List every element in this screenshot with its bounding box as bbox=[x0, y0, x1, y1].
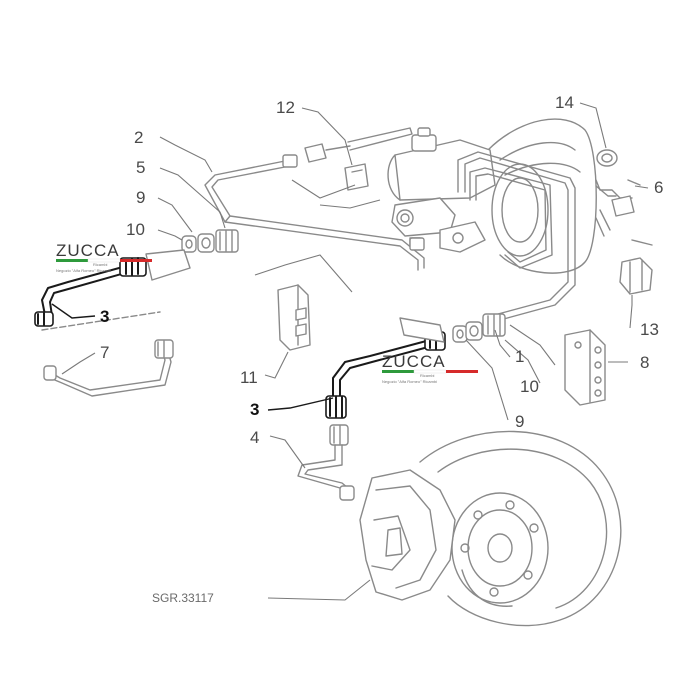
part-7-pipe bbox=[43, 339, 174, 397]
master-cylinder bbox=[387, 127, 496, 253]
callout-13: 13 bbox=[640, 320, 659, 339]
part-12-line-connector bbox=[304, 127, 413, 191]
watermark-tagline-center: Ricambi bbox=[420, 373, 435, 378]
leader-lines bbox=[51, 102, 649, 601]
part-14-grommet bbox=[596, 149, 618, 167]
brake-booster bbox=[487, 118, 597, 274]
part-6-hose bbox=[595, 179, 653, 246]
brake-disc-and-caliper bbox=[359, 430, 622, 627]
callout-1: 1 bbox=[515, 347, 524, 366]
flag-red-center bbox=[446, 370, 478, 373]
watermark-tagline-left: Ricambi bbox=[93, 262, 108, 267]
callout-3-left: 3 bbox=[100, 307, 109, 326]
callout-9-right: 9 bbox=[515, 412, 524, 431]
callout-14: 14 bbox=[555, 93, 574, 112]
flag-red-left bbox=[120, 259, 152, 262]
flag-green-left bbox=[56, 259, 88, 262]
callout-10-left: 10 bbox=[126, 220, 145, 239]
brake-line-2 bbox=[204, 154, 425, 271]
callout-11: 11 bbox=[240, 368, 258, 387]
watermark-left: ZUCCA Ricambi Negozio "Alfa Romeo" Ricam… bbox=[56, 241, 152, 273]
drawing-code: SGR.33117 bbox=[152, 591, 214, 605]
callout-10-right: 10 bbox=[520, 377, 539, 396]
dash-divider-left bbox=[41, 311, 161, 331]
callout-2: 2 bbox=[134, 128, 143, 147]
callout-9-left: 9 bbox=[136, 188, 145, 207]
watermark-subline-center: Negozio "Alfa Romeo" Ricambi bbox=[382, 379, 437, 384]
part-8-junction-block bbox=[564, 329, 606, 406]
watermark-brand-center: ZUCCA bbox=[382, 352, 446, 371]
callout-6: 6 bbox=[654, 178, 663, 197]
part-11-bracket bbox=[277, 284, 311, 351]
brake-hose-3-left bbox=[34, 249, 191, 327]
brake-hose-3-center bbox=[325, 317, 446, 419]
callout-3-center: 3 bbox=[250, 400, 259, 419]
callout-12: 12 bbox=[276, 98, 295, 117]
watermark-center: ZUCCA Ricambi Negozio "Alfa Romeo" Ricam… bbox=[382, 352, 478, 384]
brake-line-1 bbox=[457, 151, 576, 321]
fittings-right bbox=[452, 313, 506, 343]
watermark-subline-left: Negozio "Alfa Romeo" Ricambi bbox=[56, 268, 111, 273]
callout-8: 8 bbox=[640, 353, 649, 372]
callout-7: 7 bbox=[100, 343, 109, 362]
callout-5: 5 bbox=[136, 158, 145, 177]
part-4-pipe bbox=[297, 424, 355, 501]
callout-4: 4 bbox=[250, 428, 259, 447]
watermark-brand-left: ZUCCA bbox=[56, 241, 120, 260]
part-13-clip bbox=[619, 257, 653, 295]
fittings-left bbox=[181, 229, 239, 253]
flag-green-center bbox=[382, 370, 414, 373]
